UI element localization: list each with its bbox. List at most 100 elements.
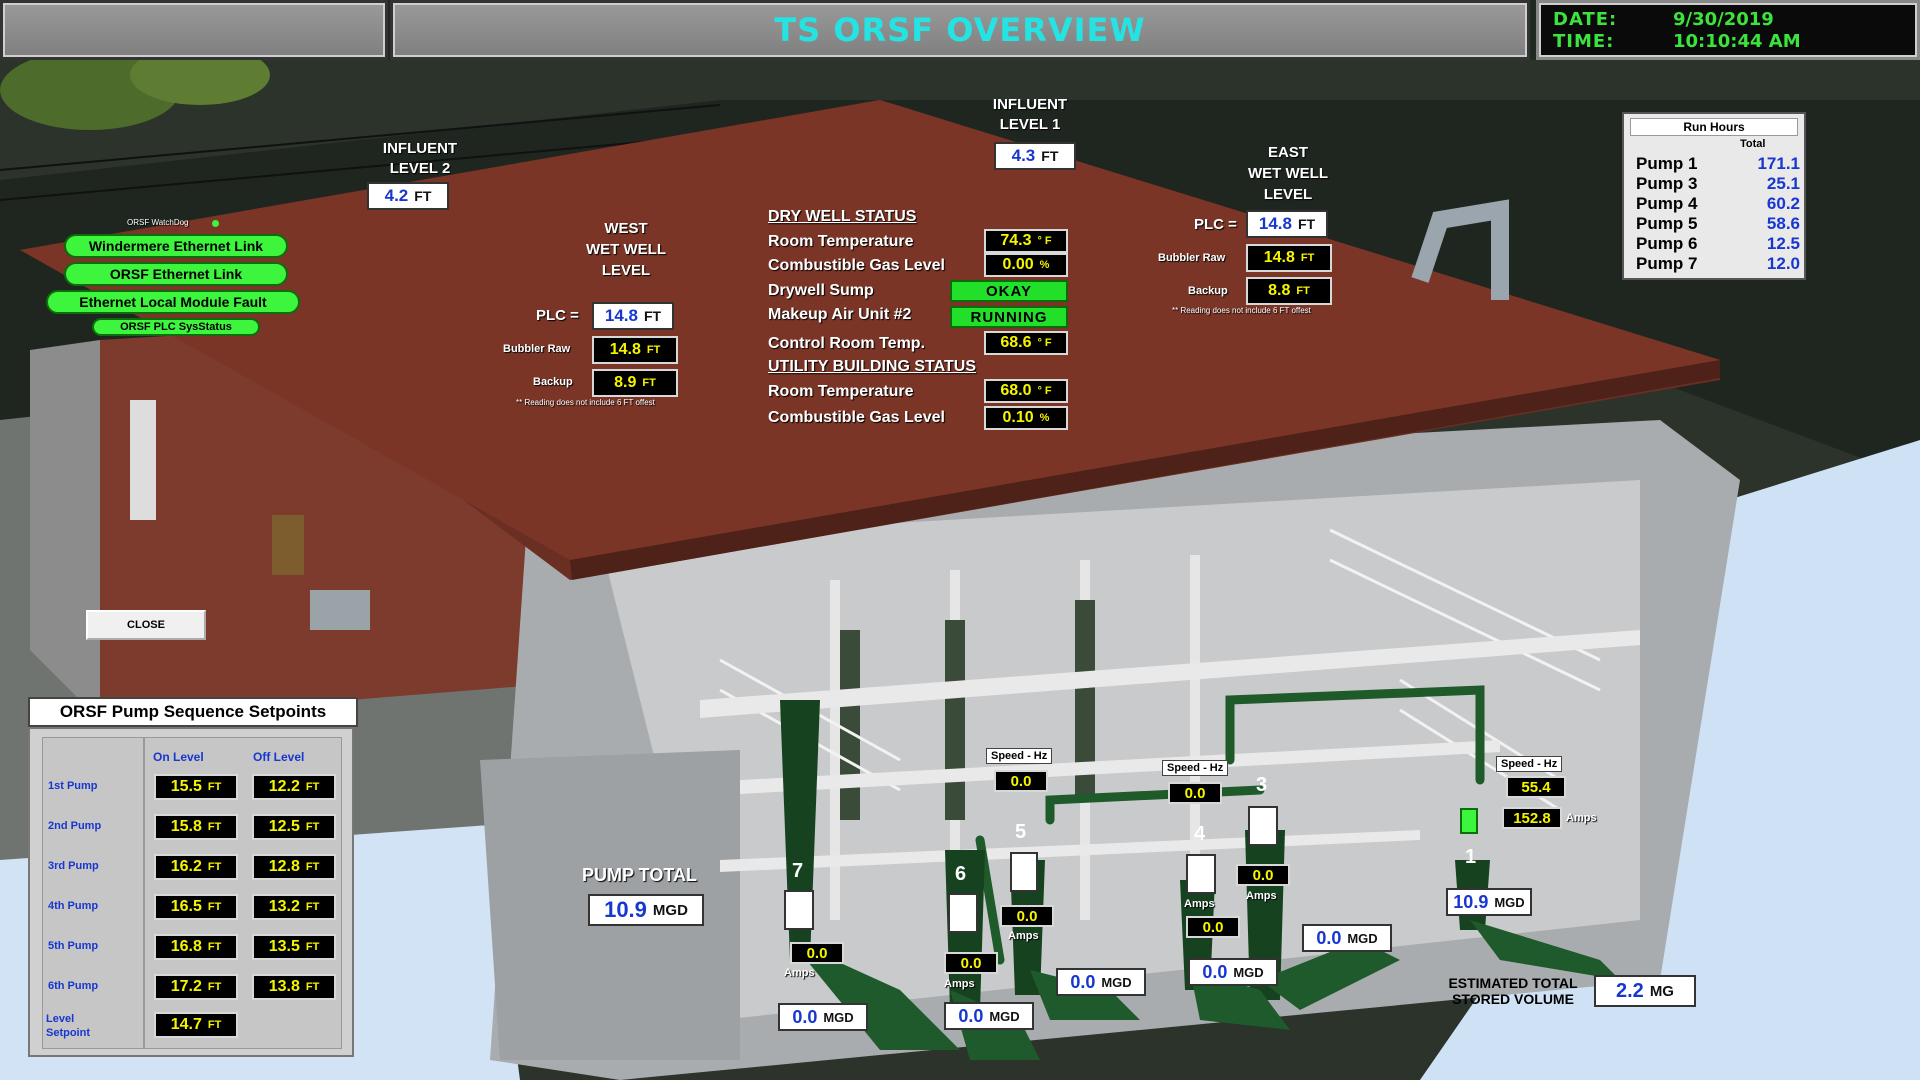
pump-total-value: 10.9 <box>604 897 647 922</box>
control-room-temp-box: 68.6 ° F <box>984 331 1068 355</box>
influent1-label: INFLUENT <box>992 96 1068 113</box>
pump-3-amps-label: Amps <box>1246 890 1277 902</box>
run-hours-pump-name: Pump 3 <box>1636 174 1698 193</box>
east-bubbler-label: Bubbler Raw <box>1158 252 1226 264</box>
setpoint-on-value: 15.5 <box>170 778 202 795</box>
setpoint-on-value: 16.5 <box>170 898 202 915</box>
header-left-panel <box>0 0 388 60</box>
control-room-temp-label: Control Room Temp. <box>768 335 926 352</box>
watchdog-indicator <box>212 220 219 227</box>
influent1-level-label: LEVEL 1 <box>999 116 1061 133</box>
pump-6-amps-label: Amps <box>944 978 975 990</box>
utility-title: UTILITY BUILDING STATUS <box>768 358 976 375</box>
pump-1-mgd-unit: MGD <box>1494 894 1525 910</box>
east-label-1: EAST <box>1267 144 1308 161</box>
setpoint-unit: FT <box>305 821 320 833</box>
pump-1-run-indicator[interactable] <box>1460 808 1478 834</box>
influent2-value: 4.2 <box>384 186 409 205</box>
west-plc-unit: FT <box>643 308 662 324</box>
pump-4-speed-box: 0.0 <box>1168 782 1222 804</box>
pump-1-amps-box: 152.8 <box>1502 807 1562 829</box>
pump-7-number: 7 <box>792 860 804 882</box>
setpoint-on-box[interactable]: 16.5 FT <box>154 894 238 920</box>
run-hours-pump-name: Pump 7 <box>1636 254 1698 273</box>
setpoint-row-label: 6th Pump <box>48 980 99 992</box>
setpoint-unit: FT <box>207 861 222 873</box>
influent1-unit: FT <box>1041 148 1059 164</box>
east-label-3: LEVEL <box>1263 186 1313 203</box>
setpoint-unit: FT <box>305 941 320 953</box>
west-bubbler-box: 14.8 FT <box>592 336 678 364</box>
utility-gas-value: 0.10 <box>1002 409 1034 426</box>
setpoints-title: ORSF Pump Sequence Setpoints <box>28 697 358 727</box>
pump-3-number: 3 <box>1256 774 1268 796</box>
east-bubbler-value: 14.8 <box>1263 249 1295 266</box>
run-hours-pump-name: Pump 5 <box>1636 214 1698 233</box>
east-plc-label: PLC = <box>1194 216 1237 233</box>
utility-gas-box: 0.10 % <box>984 406 1068 430</box>
setpoint-unit: FT <box>207 901 222 913</box>
drywell-gas-label: Combustible Gas Level <box>768 257 945 274</box>
run-hours-value: 171.1 <box>1757 154 1800 173</box>
setpoint-unit: FT <box>207 1019 222 1031</box>
run-hours-value: 60.2 <box>1766 194 1800 213</box>
pump-4-run-indicator[interactable] <box>1186 854 1216 894</box>
west-backup-value: 8.9 <box>614 374 637 391</box>
pump-6-run-indicator[interactable] <box>948 893 978 933</box>
pump-5-speed-label: Speed - Hz <box>986 748 1053 764</box>
run-hours-row: Pump 4 60.2 <box>1636 194 1800 214</box>
orsf-plc-sysstatus: ORSF PLC SysStatus <box>92 318 260 336</box>
run-hours-pump-name: Pump 4 <box>1636 194 1698 213</box>
pump-1-amps-label: Amps <box>1566 812 1597 824</box>
close-button[interactable]: CLOSE <box>86 610 206 640</box>
pump-3-mgd-unit: MGD <box>1347 930 1378 946</box>
influent2-label: INFLUENT <box>382 140 458 157</box>
pump-7-run-indicator[interactable] <box>784 890 814 930</box>
setpoint-row-label: 3rd Pump <box>48 860 99 872</box>
pump-3-mgd-value: 0.0 <box>1316 927 1342 948</box>
on-level-header: On Level <box>153 750 204 764</box>
run-hours-pump-name: Pump 1 <box>1636 154 1698 173</box>
pump-6-amps-value: 0.0 <box>960 954 982 972</box>
windermere-link-status: Windermere Ethernet Link <box>64 234 288 258</box>
run-hours-total-label: Total <box>1740 138 1766 150</box>
setpoint-row-label: 4th Pump <box>48 900 99 912</box>
utility-gas-unit: % <box>1039 412 1050 424</box>
influent2-unit: FT <box>414 188 432 204</box>
east-backup-unit: FT <box>1296 285 1310 297</box>
pump-6-amps-box: 0.0 <box>944 952 998 974</box>
pump-5-run-indicator[interactable] <box>1010 852 1038 892</box>
run-hours-row: Pump 1 171.1 <box>1636 154 1800 174</box>
east-backup-label: Backup <box>1188 285 1228 297</box>
pump-5-speed-box: 0.0 <box>994 770 1048 792</box>
pump-1-number: 1 <box>1465 846 1477 868</box>
west-backup-label: Backup <box>533 376 573 388</box>
east-plc-unit: FT <box>1297 216 1316 232</box>
pump-7-amps-label: Amps <box>784 967 815 979</box>
west-plc-value: 14.8 <box>604 306 638 325</box>
pump-3-amps-value: 0.0 <box>1252 866 1274 884</box>
west-label-1: WEST <box>604 220 648 237</box>
west-plc-box: 14.8 FT <box>592 302 674 330</box>
setpoint-off-value: 12.2 <box>268 778 300 795</box>
setpoint-unit: FT <box>305 981 320 993</box>
pump-6-number: 6 <box>955 863 967 885</box>
setpoint-row-label: 1st Pump <box>48 780 98 792</box>
pump-3-run-indicator[interactable] <box>1248 806 1278 846</box>
west-wetwell-title: WEST WET WELL LEVEL <box>570 218 682 281</box>
